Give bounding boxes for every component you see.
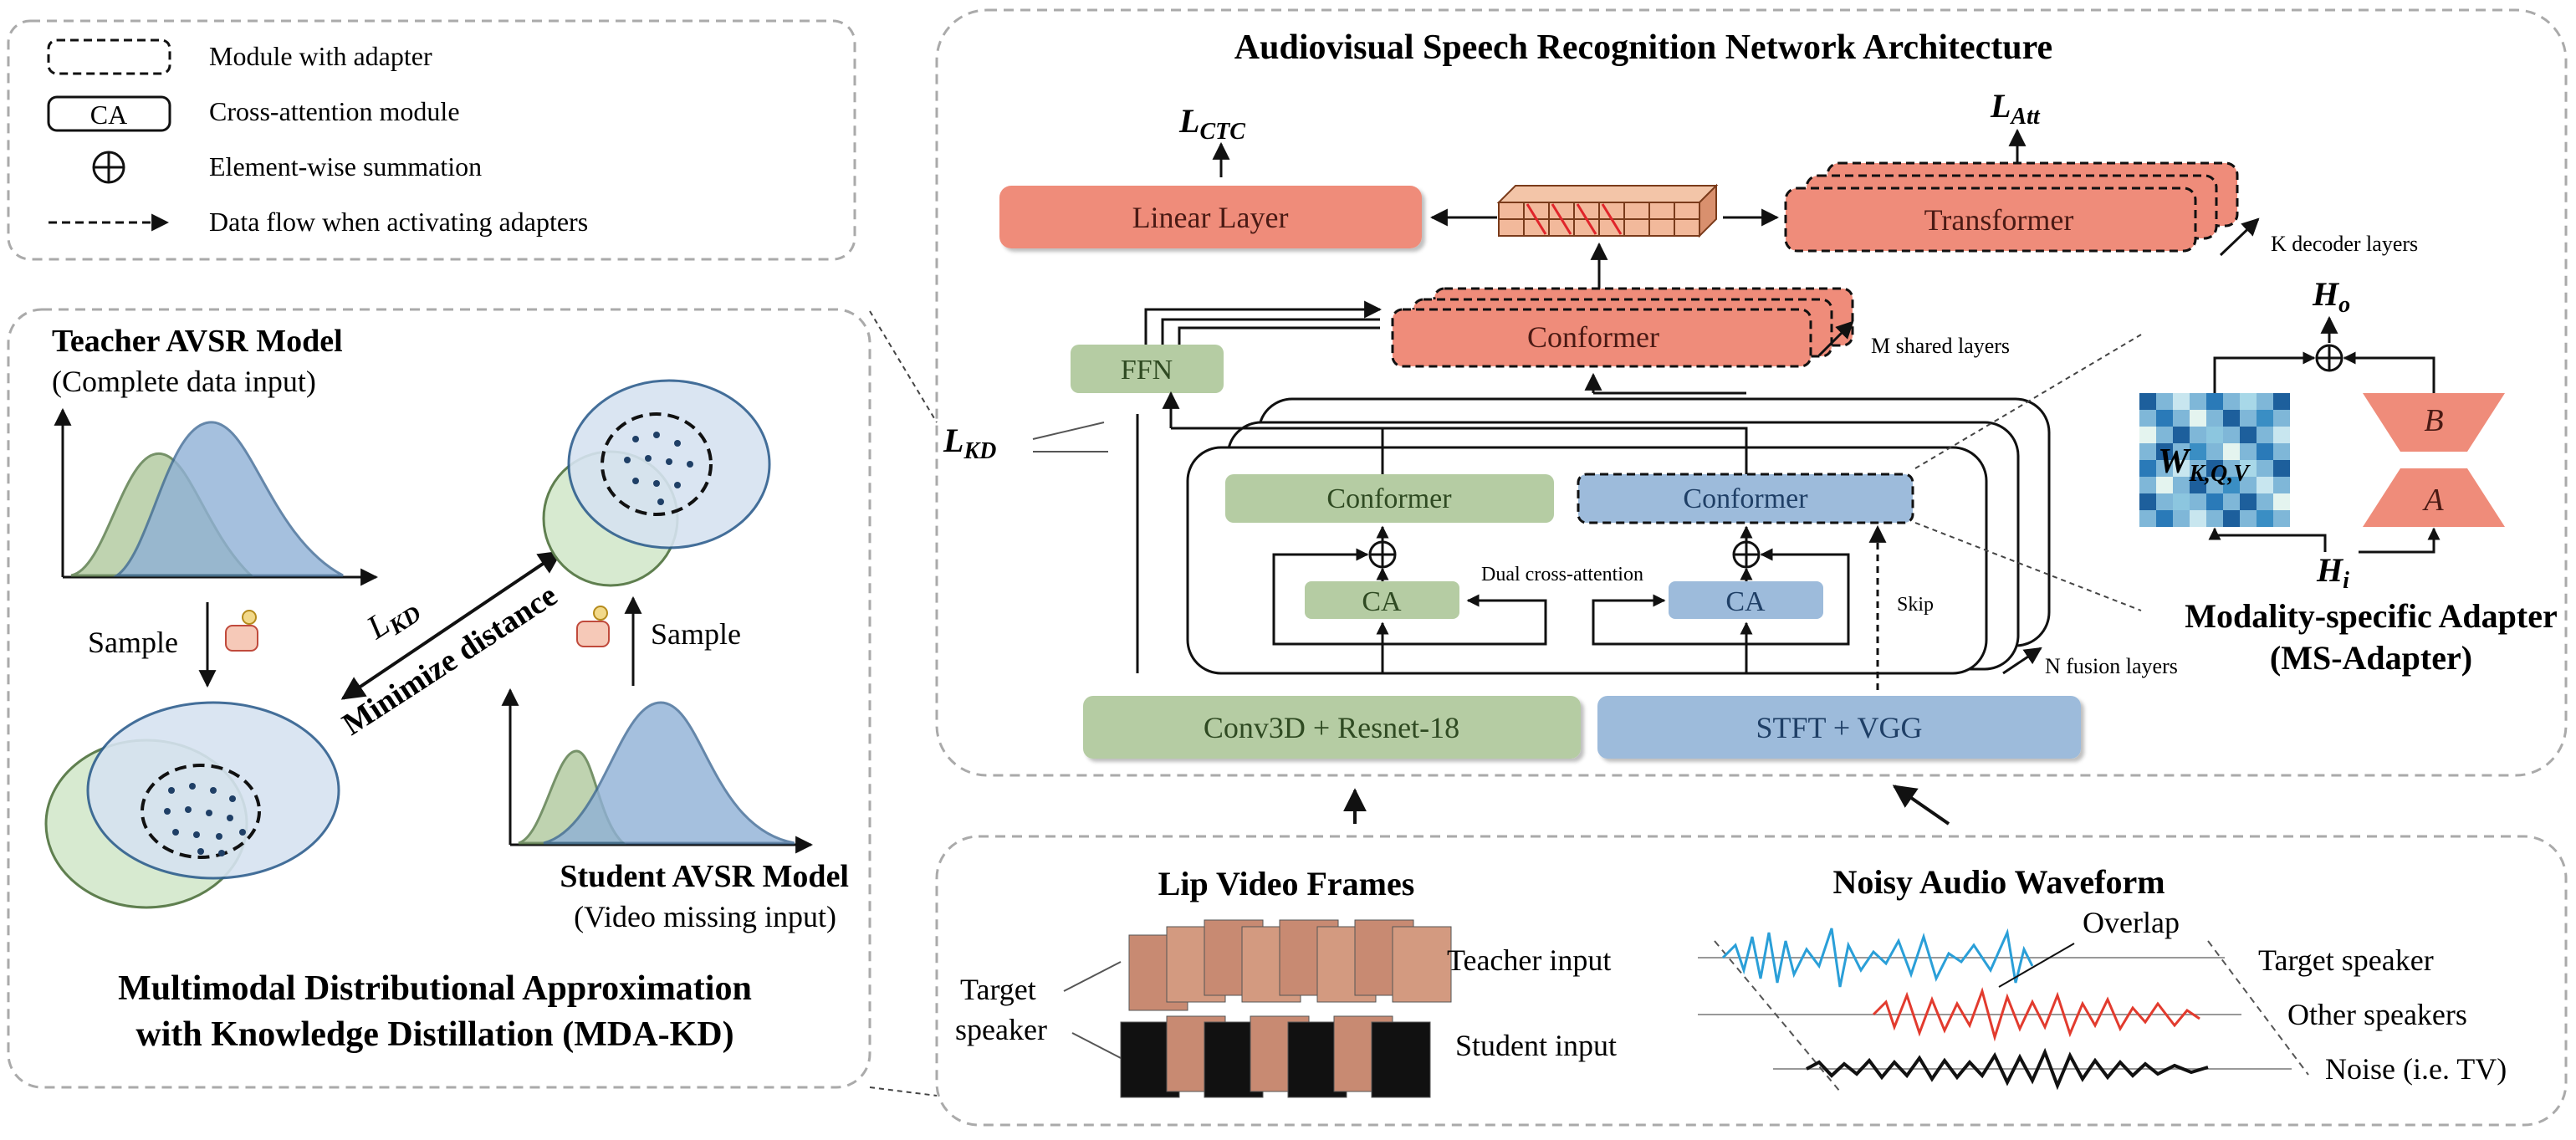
ca-right-box — [1669, 581, 1823, 619]
mda-caption-line1: Multimodal Distributional Approximation — [118, 969, 752, 1008]
legend-flow-label: Data flow when activating adapters — [209, 207, 588, 237]
l-ctc-label: LCTC — [1178, 102, 1245, 145]
linear-layer-label: Linear Layer — [1132, 201, 1289, 234]
ffn-box — [1071, 345, 1224, 393]
adapter-b-label: B — [2424, 403, 2443, 438]
sum-icon-left — [1368, 540, 1397, 569]
transformer-label: Transformer — [1924, 203, 2074, 237]
student-subtitle: (Video missing input) — [574, 900, 836, 933]
target-speaker-left-2: speaker — [955, 1013, 1047, 1046]
noise-label: Noise (i.e. TV) — [2325, 1052, 2507, 1086]
n-fusion-label: N fusion layers — [2045, 654, 2178, 678]
conformer-video-label: Conformer — [1326, 483, 1452, 514]
legend-dashed-box — [47, 38, 171, 75]
overlap-label: Overlap — [2083, 906, 2180, 939]
adapter-sum-icon — [2315, 344, 2343, 372]
target-speaker-left-1: Target — [960, 973, 1036, 1006]
audio-waveform-title: Noisy Audio Waveform — [1832, 863, 2165, 901]
m-shared-label: M shared layers — [1871, 334, 2010, 358]
ffn-label: FFN — [1121, 355, 1173, 386]
weight-matrix-heatmap — [2139, 393, 2290, 527]
conformer-shared-label: Conformer — [1527, 320, 1659, 354]
conformer-audio-box — [1577, 473, 1914, 524]
w-kqv-label: WK,Q,V — [2158, 442, 2251, 487]
teacher-distribution-plot — [54, 407, 379, 586]
ca-left-box — [1305, 581, 1459, 619]
student-title: Student AVSR Model — [560, 859, 849, 894]
linear-layer-box — [999, 186, 1422, 248]
ca-right-label: CA — [1725, 586, 1766, 617]
minimize-distance-arrow — [340, 550, 563, 700]
audio-waveforms — [1698, 928, 2309, 1092]
h-o-label: Ho — [2312, 275, 2350, 318]
adapter-a-box — [2363, 468, 2505, 527]
lip-video-title: Lip Video Frames — [1158, 865, 1415, 902]
legend-panel: Module with adapter CA Cross-attention m… — [7, 19, 856, 261]
stft-vgg-label: STFT + VGG — [1756, 711, 1922, 744]
h-i-label: Hi — [2316, 551, 2349, 594]
arch-title: Audiovisual Speech Recognition Network A… — [1234, 28, 2052, 67]
student-lip-frames — [1120, 1015, 1431, 1098]
mda-caption-line2: with Knowledge Distillation (MDA-KD) — [135, 1015, 733, 1054]
fusion-layer-stack — [1186, 397, 2051, 675]
inputs-panel: Lip Video Frames Noisy Audio Waveform Te… — [935, 835, 2568, 1127]
target-speaker-label: Target speaker — [2258, 943, 2434, 977]
legend-ca-text: CA — [90, 100, 127, 130]
conv3d-resnet-label: Conv3D + Resnet-18 — [1204, 711, 1459, 744]
skip-label: Skip — [1897, 594, 1934, 616]
sample-right-label: Sample — [651, 617, 741, 651]
teacher-sample-ellipses — [44, 701, 340, 909]
transformer-stack — [1784, 161, 2239, 253]
mda-lkd: LKD — [360, 586, 427, 651]
architecture-panel: Audiovisual Speech Recognition Network A… — [935, 8, 2568, 777]
sum-icon-right — [1732, 540, 1761, 569]
feature-tensor-icon — [1496, 183, 1719, 238]
conformer-shared-stack — [1391, 287, 1854, 368]
hand-icon-2 — [576, 606, 610, 647]
student-input-label: Student input — [1455, 1029, 1617, 1062]
sample-left-label: Sample — [88, 626, 178, 659]
sum-icon — [92, 151, 125, 184]
adapter-a-label: A — [2421, 483, 2444, 518]
conformer-video-box — [1225, 474, 1554, 523]
legend-ca-box — [47, 95, 171, 132]
conformer-audio-label: Conformer — [1683, 483, 1808, 514]
other-speakers-label: Other speakers — [2287, 998, 2467, 1031]
stft-vgg-box — [1597, 696, 2081, 759]
teacher-title: Teacher AVSR Model — [52, 324, 343, 359]
adapter-title-1: Modality-specific Adapter — [2185, 597, 2558, 635]
mda-kd-panel: Teacher AVSR Model (Complete data input)… — [7, 308, 871, 1089]
teacher-subtitle: (Complete data input) — [52, 365, 316, 398]
legend-ca-label: Cross-attention module — [209, 96, 460, 126]
adapter-title-2: (MS-Adapter) — [2270, 639, 2472, 677]
teacher-input-label: Teacher input — [1447, 943, 1611, 977]
hand-icon — [225, 610, 258, 652]
l-kd-label: LKD — [943, 422, 996, 464]
adapter-b-box — [2363, 393, 2505, 452]
legend-module-adapter: Module with adapter — [209, 41, 432, 71]
l-att-label: LAtt — [1990, 87, 2041, 130]
ca-left-label: CA — [1362, 586, 1402, 617]
conv3d-resnet-box — [1083, 696, 1581, 759]
teacher-lip-frames — [1128, 919, 1452, 1011]
student-sample-ellipses — [542, 379, 771, 587]
student-distribution-plot — [501, 688, 814, 854]
minimize-distance-label: Minimize distance — [336, 578, 564, 743]
dual-ca-label: Dual cross-attention — [1481, 564, 1643, 585]
k-decoder-label: K decoder layers — [2271, 232, 2418, 256]
legend-sum-label: Element-wise summation — [209, 151, 482, 181]
